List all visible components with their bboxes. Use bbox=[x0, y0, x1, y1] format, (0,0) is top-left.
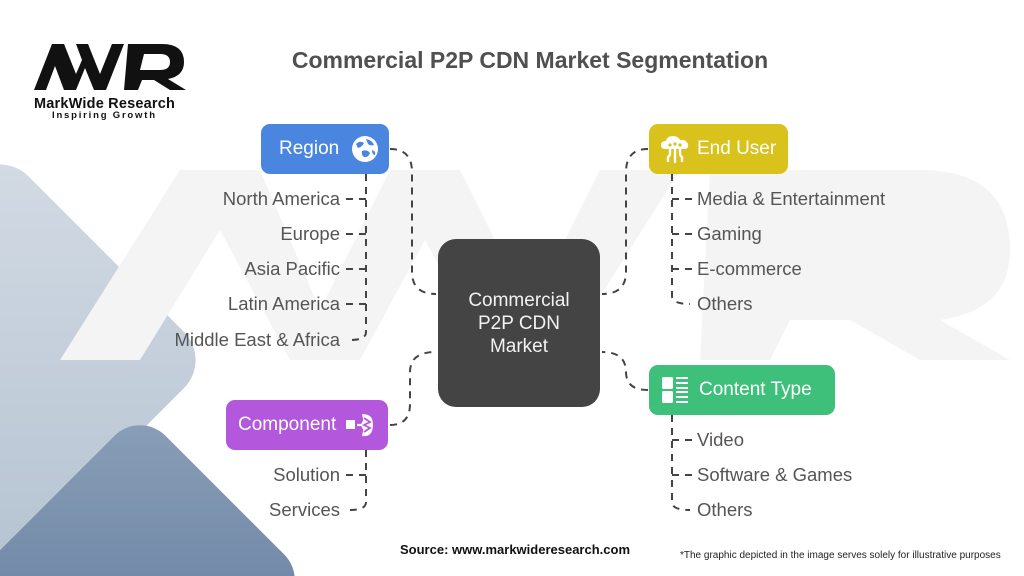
end-user-item: E-commerce bbox=[697, 258, 802, 279]
content-type-item: Video bbox=[697, 429, 744, 450]
page-title: Commercial P2P CDN Market Segmentation bbox=[291, 47, 769, 73]
hierarchy-icon bbox=[344, 409, 376, 441]
content-type-item: Software & Games bbox=[697, 464, 853, 485]
center-node-market: Commercial P2P CDN Market bbox=[438, 239, 600, 407]
logo-tagline: Inspiring Growth bbox=[52, 110, 157, 121]
mwr-logo-mark-icon bbox=[34, 44, 186, 90]
region-item: North America bbox=[222, 188, 340, 209]
globe-icon bbox=[349, 133, 381, 165]
list-grid-icon bbox=[659, 374, 691, 406]
content-type-item: Others bbox=[697, 499, 753, 520]
region-item: Asia Pacific bbox=[244, 258, 340, 279]
end-user-item: Others bbox=[697, 293, 753, 314]
component-item: Services bbox=[269, 499, 340, 520]
end-user-item: Gaming bbox=[697, 223, 762, 244]
category-end-user-label: End User bbox=[697, 138, 777, 159]
category-component: Component bbox=[226, 400, 388, 450]
component-item: Solution bbox=[273, 464, 340, 485]
end-user-item: Media & Entertainment bbox=[697, 188, 886, 209]
category-component-label: Component bbox=[238, 414, 337, 435]
region-item: Latin America bbox=[227, 293, 340, 314]
brand-logo: MarkWide Research Inspiring Growth bbox=[30, 38, 200, 121]
category-content-type-label: Content Type bbox=[699, 379, 812, 400]
region-item: Europe bbox=[280, 223, 340, 244]
disclaimer-note: *The graphic depicted in the image serve… bbox=[680, 550, 1001, 561]
region-item: Middle East & Africa bbox=[174, 329, 340, 350]
category-region: Region bbox=[261, 124, 389, 174]
source-credit: Source: www.markwideresearch.com bbox=[400, 542, 631, 557]
logo-company-name: MarkWide Research bbox=[34, 96, 176, 112]
category-end-user: End User bbox=[649, 124, 788, 174]
category-region-label: Region bbox=[279, 138, 340, 159]
cloud-network-icon bbox=[659, 133, 691, 165]
category-content-type: Content Type bbox=[649, 365, 835, 415]
